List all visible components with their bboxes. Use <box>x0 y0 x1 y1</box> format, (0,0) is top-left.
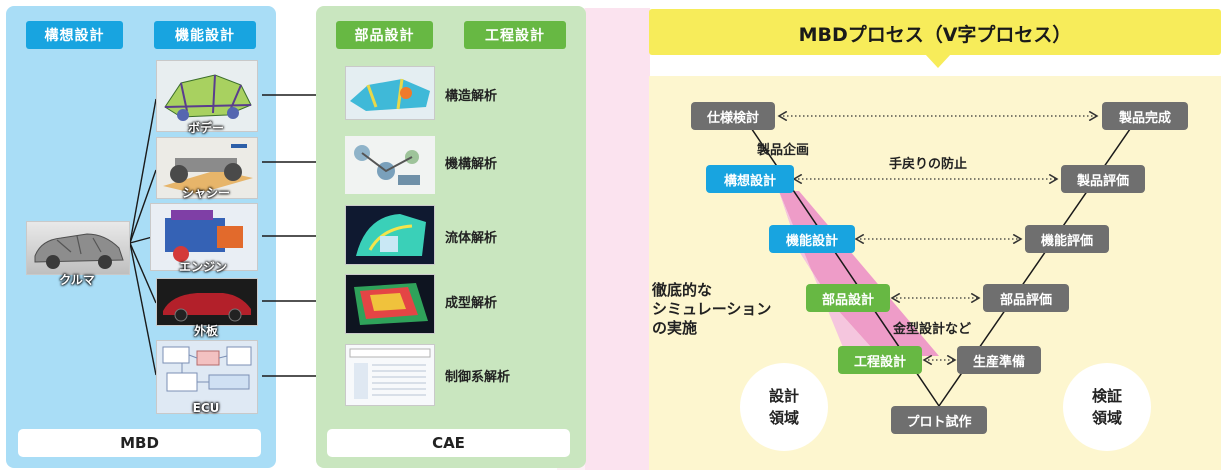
part-label-engine: エンジン <box>178 260 227 274</box>
part-label-ecu: ECU <box>192 401 220 415</box>
node-prototype: プロト試作 <box>891 406 987 434</box>
process-title: MBDプロセス（V字プロセス） <box>798 24 1072 46</box>
body-image <box>156 60 258 132</box>
analysis-label-structural: 構造解析 <box>445 89 498 104</box>
design-domain-line2: 領域 <box>768 409 799 427</box>
mbd-tree-lines <box>129 98 157 376</box>
note-simulation-1: 徹底的な <box>652 281 713 299</box>
engine-image <box>150 203 258 271</box>
car-icon <box>34 233 124 269</box>
part-label-body: ボデー <box>187 121 224 135</box>
ecu-image <box>156 340 258 414</box>
mechanism-analysis-image <box>345 136 435 194</box>
tag-process-design: 工程設計 <box>464 21 566 49</box>
node-product-complete: 製品完成 <box>1102 102 1188 130</box>
control-model-icon <box>349 348 431 399</box>
note-mold-design: 金型設計など <box>893 322 972 337</box>
node-part-evaluation: 部品評価 <box>983 284 1069 312</box>
panel-image <box>156 278 258 326</box>
chassis-image <box>156 137 258 199</box>
car-label: クルマ <box>59 273 95 287</box>
structural-analysis-image <box>345 66 435 120</box>
node-function-evaluation: 機能評価 <box>1025 225 1109 253</box>
verify-domain-line2: 領域 <box>1091 409 1122 427</box>
node-process-design: 工程設計 <box>838 346 922 374</box>
node-concept-design: 構想設計 <box>706 165 794 193</box>
design-domain-circle: 設計 領域 <box>740 363 828 451</box>
note-product-planning: 製品企画 <box>757 143 810 158</box>
fluid-analysis-image <box>345 205 435 265</box>
car-image <box>26 221 130 275</box>
cae-footer: CAE <box>327 429 570 457</box>
outer-panel-car-icon <box>163 293 251 322</box>
analysis-label-control: 制御系解析 <box>445 370 511 385</box>
ecu-diagram-icon <box>162 346 252 392</box>
chassis-icon <box>163 144 253 194</box>
note-simulation-2: シミュレーション <box>652 300 772 318</box>
process-title-bar <box>649 9 1221 55</box>
note-simulation-3: の実施 <box>652 319 698 337</box>
verify-domain-line1: 検証 <box>1091 387 1122 405</box>
node-production-prep: 生産準備 <box>957 346 1041 374</box>
structural-mesh-icon <box>350 78 430 111</box>
analysis-label-fluid: 流体解析 <box>445 231 498 246</box>
node-part-design: 部品設計 <box>806 284 890 312</box>
mbd-to-cae-arrows <box>262 0 360 470</box>
tag-concept-design: 構想設計 <box>26 21 123 49</box>
mbd-footer: MBD <box>18 429 261 457</box>
control-analysis-image <box>345 344 435 406</box>
engine-icon <box>165 210 243 262</box>
design-domain-line1: 設計 <box>768 387 799 405</box>
molding-analysis-image <box>345 274 435 334</box>
node-function-design: 機能設計 <box>769 225 855 253</box>
analysis-label-molding: 成型解析 <box>445 296 498 311</box>
node-product-evaluation: 製品評価 <box>1061 165 1145 193</box>
analysis-label-mechanism: 機構解析 <box>445 157 498 172</box>
verify-domain-circle: 検証 領域 <box>1063 363 1151 451</box>
body-frame-icon <box>164 74 252 121</box>
tag-function-design: 機能設計 <box>154 21 256 49</box>
note-prevent-rework: 手戻りの防止 <box>889 157 968 172</box>
title-pointer <box>925 54 951 68</box>
mechanism-icon <box>354 145 420 185</box>
molding-contour-icon <box>354 283 428 325</box>
part-label-chassis: シャシー <box>181 186 230 200</box>
part-label-outer-panel: 外板 <box>193 324 218 338</box>
node-spec-review: 仕様検討 <box>691 102 775 130</box>
tag-part-design: 部品設計 <box>336 21 433 49</box>
fluid-flow-icon <box>356 214 426 256</box>
